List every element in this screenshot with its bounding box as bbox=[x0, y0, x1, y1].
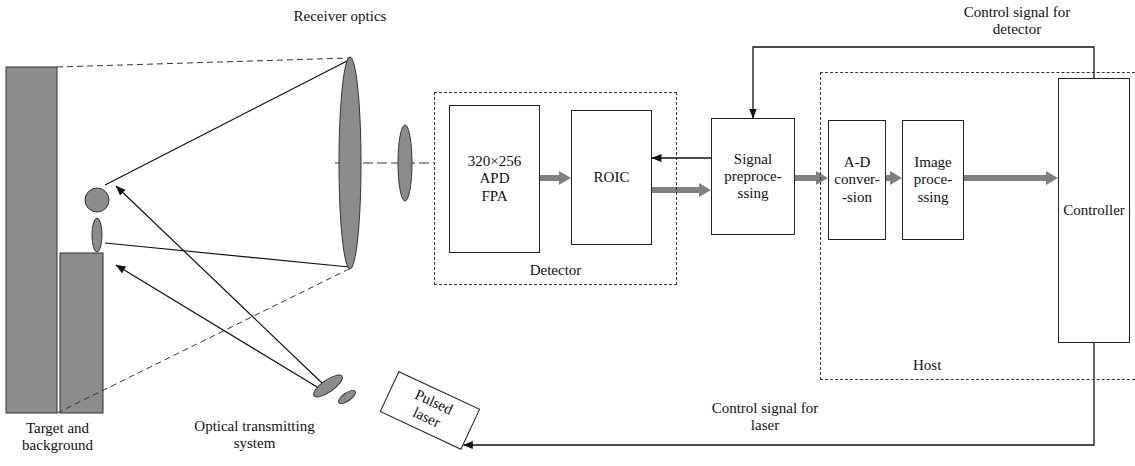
signal-label: Control signal for detector bbox=[957, 4, 1077, 39]
box-label: Controller bbox=[1063, 202, 1125, 219]
transmit-lens bbox=[337, 388, 358, 406]
signal-label: Control signal for laser bbox=[705, 400, 825, 435]
signal-flow-arrow bbox=[540, 175, 559, 181]
process-box: A-D conver- -sion bbox=[828, 120, 886, 240]
control-arrow bbox=[463, 343, 1094, 445]
process-box: Image proce- ssing bbox=[902, 120, 964, 240]
part-label: Receiver optics bbox=[270, 8, 410, 25]
receiver-lens bbox=[398, 125, 412, 201]
control-arrow bbox=[753, 47, 1094, 118]
process-box: Controller bbox=[1058, 78, 1130, 343]
field-of-view-line bbox=[57, 58, 349, 67]
target-body bbox=[92, 218, 102, 252]
target-crate bbox=[60, 253, 103, 413]
signal-flow-arrow bbox=[964, 175, 1046, 181]
box-label: Pulsed laser bbox=[396, 382, 465, 439]
part-label: Optical transmitting system bbox=[192, 418, 317, 453]
control-arrow bbox=[652, 157, 711, 158]
target-head bbox=[85, 188, 109, 212]
received-ray bbox=[105, 243, 349, 267]
group-title: Host bbox=[913, 357, 941, 374]
transmitted-ray bbox=[116, 186, 322, 383]
received-ray bbox=[105, 60, 349, 185]
process-box: Signal preproce- ssing bbox=[711, 118, 795, 235]
part-label: Target and background bbox=[0, 420, 115, 455]
box-label: Image proce- ssing bbox=[908, 154, 958, 206]
box-label: ROIC bbox=[594, 169, 630, 186]
transmitted-ray bbox=[116, 265, 322, 390]
group-title: Detector bbox=[530, 262, 582, 279]
process-box: ROIC bbox=[571, 110, 652, 245]
transmit-lens bbox=[311, 371, 346, 400]
field-of-view-line bbox=[57, 269, 349, 413]
process-box: 320×256 APD FPA bbox=[449, 105, 540, 253]
box-label: 320×256 APD FPA bbox=[466, 153, 524, 205]
receiver-lens bbox=[339, 57, 361, 269]
group-box: 320×256 APD FPA ROIC Detector bbox=[434, 92, 677, 285]
box-label: A-D conver- -sion bbox=[833, 154, 881, 206]
box-label: Signal preproce- ssing bbox=[722, 151, 784, 203]
signal-flow-arrow bbox=[652, 187, 699, 193]
signal-flow-arrow bbox=[886, 175, 890, 181]
laser-box: Pulsed laser bbox=[380, 371, 480, 449]
group-box: A-D conver- -sion Image proce- ssingContr… bbox=[820, 72, 1135, 380]
signal-flow-arrow bbox=[795, 175, 816, 181]
background-wall bbox=[6, 67, 57, 413]
